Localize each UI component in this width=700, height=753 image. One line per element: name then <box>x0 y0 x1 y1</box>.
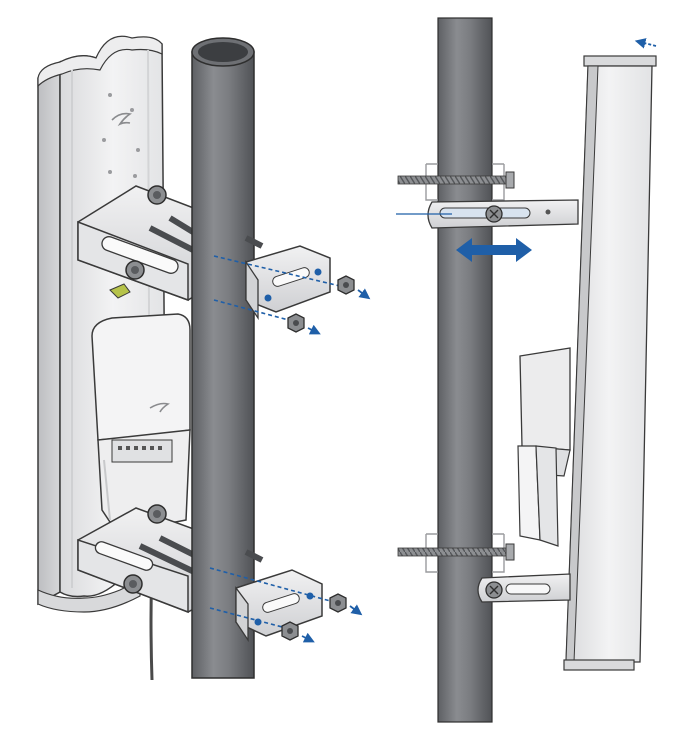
mounting-bracket-icon <box>477 573 571 603</box>
adjustment-arrow-icon <box>634 38 657 49</box>
radio-unit-icon <box>91 313 191 526</box>
mounting-bracket-icon <box>235 569 323 643</box>
mounting-pole-icon <box>191 37 255 679</box>
nut-icon <box>281 275 355 641</box>
mounting-pole-icon <box>437 17 493 723</box>
radio-unit-icon <box>517 347 571 547</box>
bolt-icon <box>397 171 515 561</box>
mounting-bracket-icon <box>245 245 331 321</box>
perspective-view <box>37 35 371 681</box>
adjustment-arrow-icon <box>301 288 371 643</box>
mounting-bracket-icon <box>427 199 579 229</box>
adjustment-arrow-icon <box>456 238 532 262</box>
sector-antenna-icon <box>563 55 657 671</box>
side-view <box>396 17 657 723</box>
